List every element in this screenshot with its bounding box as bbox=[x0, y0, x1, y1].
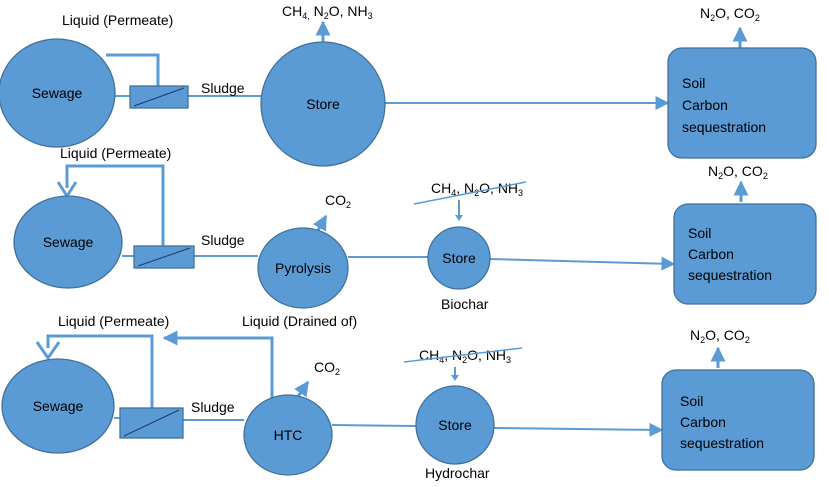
row3-sewage-node bbox=[1, 358, 115, 454]
row2-soil-node bbox=[673, 203, 817, 305]
row2-sludge-label: Sludge bbox=[201, 232, 245, 248]
row2-filter-membrane bbox=[137, 247, 191, 267]
row2-sewage-node bbox=[13, 195, 123, 289]
row2-emission-strike-line bbox=[413, 181, 527, 205]
row1-store-label: Store bbox=[306, 96, 340, 112]
row3-soil-line3: sequestration bbox=[680, 435, 764, 451]
row2-soil-line2: Carbon bbox=[688, 246, 734, 262]
row2-soil-emission-label: N2O, CO2 bbox=[708, 163, 768, 181]
row1-soil-emission-label: N2O, CO2 bbox=[700, 5, 760, 23]
row2-crossed-emission-label: CH4, N2O, NH3 bbox=[431, 180, 523, 198]
row3-soil-emission-label: N2O, CO2 bbox=[690, 327, 750, 345]
row3-crossed-emission-arrowhead bbox=[451, 375, 459, 381]
row1-permeate-return-line bbox=[106, 53, 160, 86]
row3-process-to-store-line bbox=[331, 424, 417, 427]
row1-store-node bbox=[260, 41, 386, 167]
row3-htc-emission-label: CO2 bbox=[314, 359, 340, 377]
row2-soil-line3: sequestration bbox=[688, 267, 772, 283]
row2-store-node bbox=[427, 226, 491, 290]
row-3: Sewage HTC Store Soil Carbon sequestrati… bbox=[1, 313, 815, 481]
row1-permeate-label: Liquid (Permeate) bbox=[62, 12, 173, 28]
row1-soil-node bbox=[667, 47, 817, 159]
row3-soil-line1: Soil bbox=[680, 393, 703, 409]
row1-filter-membrane bbox=[133, 87, 185, 107]
row2-store-to-soil-arrow bbox=[488, 256, 676, 271]
row3-sludge-label: Sludge bbox=[191, 399, 235, 415]
row3-permeate-arrowhead bbox=[35, 341, 61, 361]
row3-soil-node bbox=[661, 369, 815, 471]
row1-sewage-label: Sewage bbox=[32, 85, 83, 101]
row3-crossed-emission-label: CH4, N2O, NH3 bbox=[419, 347, 511, 365]
row3-store-label: Store bbox=[438, 417, 472, 433]
row3-permeate-label: Liquid (Permeate) bbox=[58, 313, 169, 329]
row1-soil-line3: sequestration bbox=[682, 119, 766, 135]
row2-pyrolysis-emission-label: CO2 bbox=[325, 192, 351, 210]
row1-soil-line1: Soil bbox=[682, 75, 705, 91]
row2-permeate-return-line bbox=[65, 164, 165, 246]
row1-store-emission-label: CH4, N2O, NH3 bbox=[282, 3, 373, 21]
row3-htc-label: HTC bbox=[274, 427, 303, 443]
row3-drained-label: Liquid (Drained of) bbox=[242, 313, 357, 329]
row3-emission-strike-line bbox=[403, 347, 523, 363]
row3-drained-liquid-line bbox=[162, 330, 274, 398]
row3-htc-emission-arrow bbox=[294, 380, 310, 399]
row2-pyrolysis-label: Pyrolysis bbox=[275, 260, 331, 276]
row3-product-label: Hydrochar bbox=[425, 465, 490, 481]
row-2: Sewage Pyrolysis Store Soil Carbon seque… bbox=[13, 145, 817, 312]
row1-soil-line2: Carbon bbox=[682, 97, 728, 113]
row3-htc-node bbox=[243, 394, 333, 476]
row3-sewage-label: Sewage bbox=[33, 398, 84, 414]
row3-soil-line2: Carbon bbox=[680, 414, 726, 430]
row2-pyrolysis-node bbox=[257, 227, 349, 309]
row-1: Sewage Store Soil Carbon sequestration L… bbox=[0, 3, 817, 167]
row2-sewage-label: Sewage bbox=[43, 234, 94, 250]
row3-store-node bbox=[415, 385, 495, 465]
row1-sewage-node bbox=[0, 38, 116, 148]
row3-permeate-return-line bbox=[46, 334, 154, 408]
row2-soil-line1: Soil bbox=[688, 225, 711, 241]
row2-product-label: Biochar bbox=[441, 296, 489, 312]
row2-permeate-label: Liquid (Permeate) bbox=[60, 145, 171, 161]
row3-store-to-soil-arrow bbox=[493, 422, 664, 437]
row2-crossed-emission-arrowhead bbox=[455, 215, 463, 221]
row2-store-label: Store bbox=[442, 250, 476, 266]
row1-sludge-label: Sludge bbox=[201, 80, 245, 96]
row3-filter-membrane bbox=[123, 409, 180, 437]
